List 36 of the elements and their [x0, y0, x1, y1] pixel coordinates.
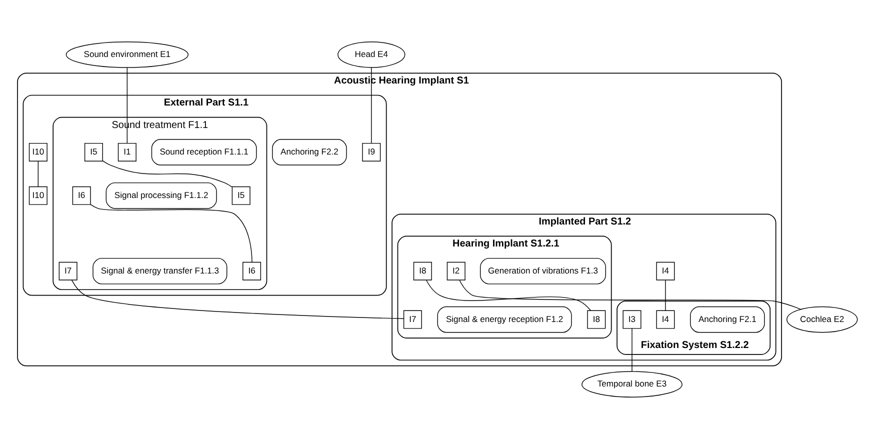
connector — [665, 280, 666, 311]
node-box: Generation of vibrations F1.3 — [480, 258, 606, 284]
connector — [371, 67, 372, 144]
node-box: Signal & energy reception F1.2 — [437, 306, 572, 333]
node-box: I6 — [72, 186, 91, 205]
connector — [459, 280, 802, 310]
node-box: Sound reception F1.1.1 — [151, 139, 257, 166]
node-ellipse: Sound environment E1 — [66, 42, 188, 68]
node-box: I4 — [656, 310, 675, 329]
node-box: I7 — [58, 262, 78, 280]
node-box: I8 — [413, 262, 432, 280]
node-box: I10 — [28, 142, 48, 162]
connector — [426, 280, 592, 311]
node-box: I5 — [232, 186, 250, 205]
connector — [102, 160, 232, 188]
node-ellipse: Head E4 — [338, 42, 406, 68]
node-ellipse: Cochlea E2 — [786, 306, 858, 333]
node-box: I9 — [362, 142, 381, 162]
node-box: Signal & energy transfer F1.1.3 — [92, 258, 228, 284]
node-box: I4 — [656, 262, 675, 280]
node-box: I3 — [622, 310, 642, 329]
connector — [126, 67, 128, 144]
node-box: I2 — [446, 262, 466, 280]
node-box: I8 — [587, 310, 606, 329]
connector — [38, 160, 39, 187]
node-box: Signal processing F1.1.2 — [106, 182, 217, 209]
node-box: I10 — [28, 186, 48, 205]
node-ellipse: Temporal bone E3 — [582, 371, 682, 398]
node-box: I1 — [118, 142, 136, 162]
node-box: Anchoring F2.1 — [690, 306, 765, 333]
node-box: I7 — [403, 310, 422, 329]
node-box: I5 — [84, 142, 103, 162]
node-box: I6 — [242, 262, 262, 280]
node-box: Anchoring F2.2 — [272, 139, 347, 166]
connector — [90, 204, 252, 262]
connector — [71, 280, 404, 319]
